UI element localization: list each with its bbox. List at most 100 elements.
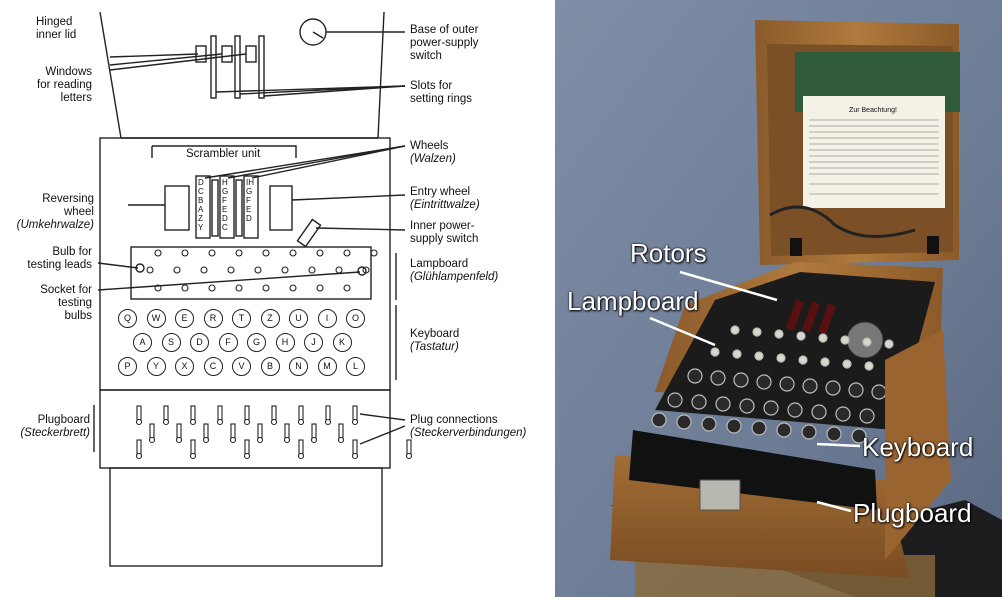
top-panel — [655, 272, 935, 430]
photo-key — [802, 378, 818, 394]
key-u: U — [289, 309, 308, 328]
front-lower-panel — [109, 467, 383, 567]
lamp — [343, 249, 351, 257]
photo-lamp — [754, 351, 764, 361]
key-i: I — [317, 309, 337, 328]
key-b: B — [260, 357, 280, 376]
label-lampboard: Lampboard (Glühlampenfeld) — [410, 258, 499, 283]
photo-key — [676, 414, 692, 430]
wheel-2 — [219, 175, 235, 239]
entry-wheel-box — [269, 185, 293, 231]
key-n: N — [289, 357, 308, 376]
key-y: Y — [146, 357, 166, 376]
photo-lamp — [796, 331, 806, 341]
instruction-card — [803, 96, 945, 208]
key-p: P — [118, 357, 137, 376]
plug — [135, 439, 143, 460]
key-j: J — [304, 333, 323, 352]
switch-base-shape — [299, 18, 327, 46]
instruction-title: Zur Beachtung! — [849, 107, 897, 114]
reversing-wheel-box — [164, 185, 190, 231]
lamp — [181, 284, 189, 292]
slot-2 — [234, 35, 241, 99]
key-v: V — [232, 357, 251, 376]
lamp — [154, 284, 162, 292]
plug — [189, 405, 197, 426]
lamp — [227, 266, 235, 274]
label-inner-switch: Inner power- supply switch — [410, 220, 479, 245]
key-m: M — [317, 357, 337, 376]
plug — [202, 423, 210, 444]
plug — [405, 439, 413, 460]
plug — [351, 439, 359, 460]
photo-lamp — [730, 325, 740, 335]
photo-key — [691, 394, 707, 410]
photo-label-plugboard: Plugboard — [853, 498, 972, 528]
key-x: X — [175, 357, 194, 376]
photo-key — [776, 422, 792, 438]
photo-lamp — [818, 333, 828, 343]
key-h: H — [275, 333, 295, 352]
photo-illustration: Zur Beachtung! — [555, 0, 1002, 597]
lamp — [235, 284, 243, 292]
plug — [229, 423, 237, 444]
plug — [256, 423, 264, 444]
photo-lamp — [752, 327, 762, 337]
label-entry-wheel: Entry wheel (Eintrittwalze) — [410, 186, 480, 211]
photo-key — [811, 404, 827, 420]
label-wheels: Wheels (Walzen) — [410, 140, 456, 165]
label-socket: Socket for testing bulbs — [40, 284, 92, 322]
lampboard-box — [130, 246, 372, 300]
plug — [216, 405, 224, 426]
lampboard-lamps — [146, 249, 378, 292]
lid-left-edge — [99, 11, 122, 139]
photo-label-rotors: Rotors — [630, 238, 707, 268]
photo-label-keyboard: Keyboard — [862, 432, 974, 462]
photo-key — [715, 396, 731, 412]
photo-key — [801, 424, 817, 440]
photo-lamp — [884, 339, 894, 349]
plug — [148, 423, 156, 444]
label-base-switch: Base of outer power-supply switch — [410, 24, 479, 62]
plug — [297, 439, 305, 460]
lamp — [146, 266, 154, 274]
plugboard-plugs — [135, 405, 413, 460]
lamp — [235, 249, 243, 257]
window-3 — [245, 45, 257, 63]
lamp — [362, 266, 370, 274]
lamp — [343, 284, 351, 292]
photo-key — [739, 398, 755, 414]
photo-lamp — [776, 353, 786, 363]
photo-lamp — [864, 361, 874, 371]
key-a: A — [133, 333, 152, 352]
label-plugboard: Plugboard (Steckerbrett) — [20, 414, 90, 439]
photo-key — [751, 420, 767, 436]
key-d: D — [190, 333, 209, 352]
photo-key — [871, 384, 887, 400]
photo-lamp — [842, 359, 852, 369]
wheel-1-letters: DCBAZY — [198, 178, 204, 232]
key-w: W — [146, 309, 166, 328]
lamp — [289, 249, 297, 257]
scrambler-bracket — [152, 145, 297, 158]
photo-keys — [651, 325, 896, 444]
slot-3 — [258, 35, 265, 99]
plug — [283, 423, 291, 444]
plug — [310, 423, 318, 444]
plug — [324, 405, 332, 426]
photo-key — [687, 368, 703, 384]
label-reversing-wheel: Reversing wheel (Umkehrwalze) — [16, 193, 94, 231]
photo-lamp — [774, 329, 784, 339]
key-k: K — [332, 333, 352, 352]
wheel-3 — [243, 175, 259, 239]
photo-lamp — [862, 337, 872, 347]
lamp — [335, 266, 343, 274]
plug — [243, 405, 251, 426]
plug — [243, 439, 251, 460]
photo-key — [651, 412, 667, 428]
photo-key — [667, 392, 683, 408]
photo-key — [779, 376, 795, 392]
photo-key — [756, 374, 772, 390]
lamp — [208, 249, 216, 257]
